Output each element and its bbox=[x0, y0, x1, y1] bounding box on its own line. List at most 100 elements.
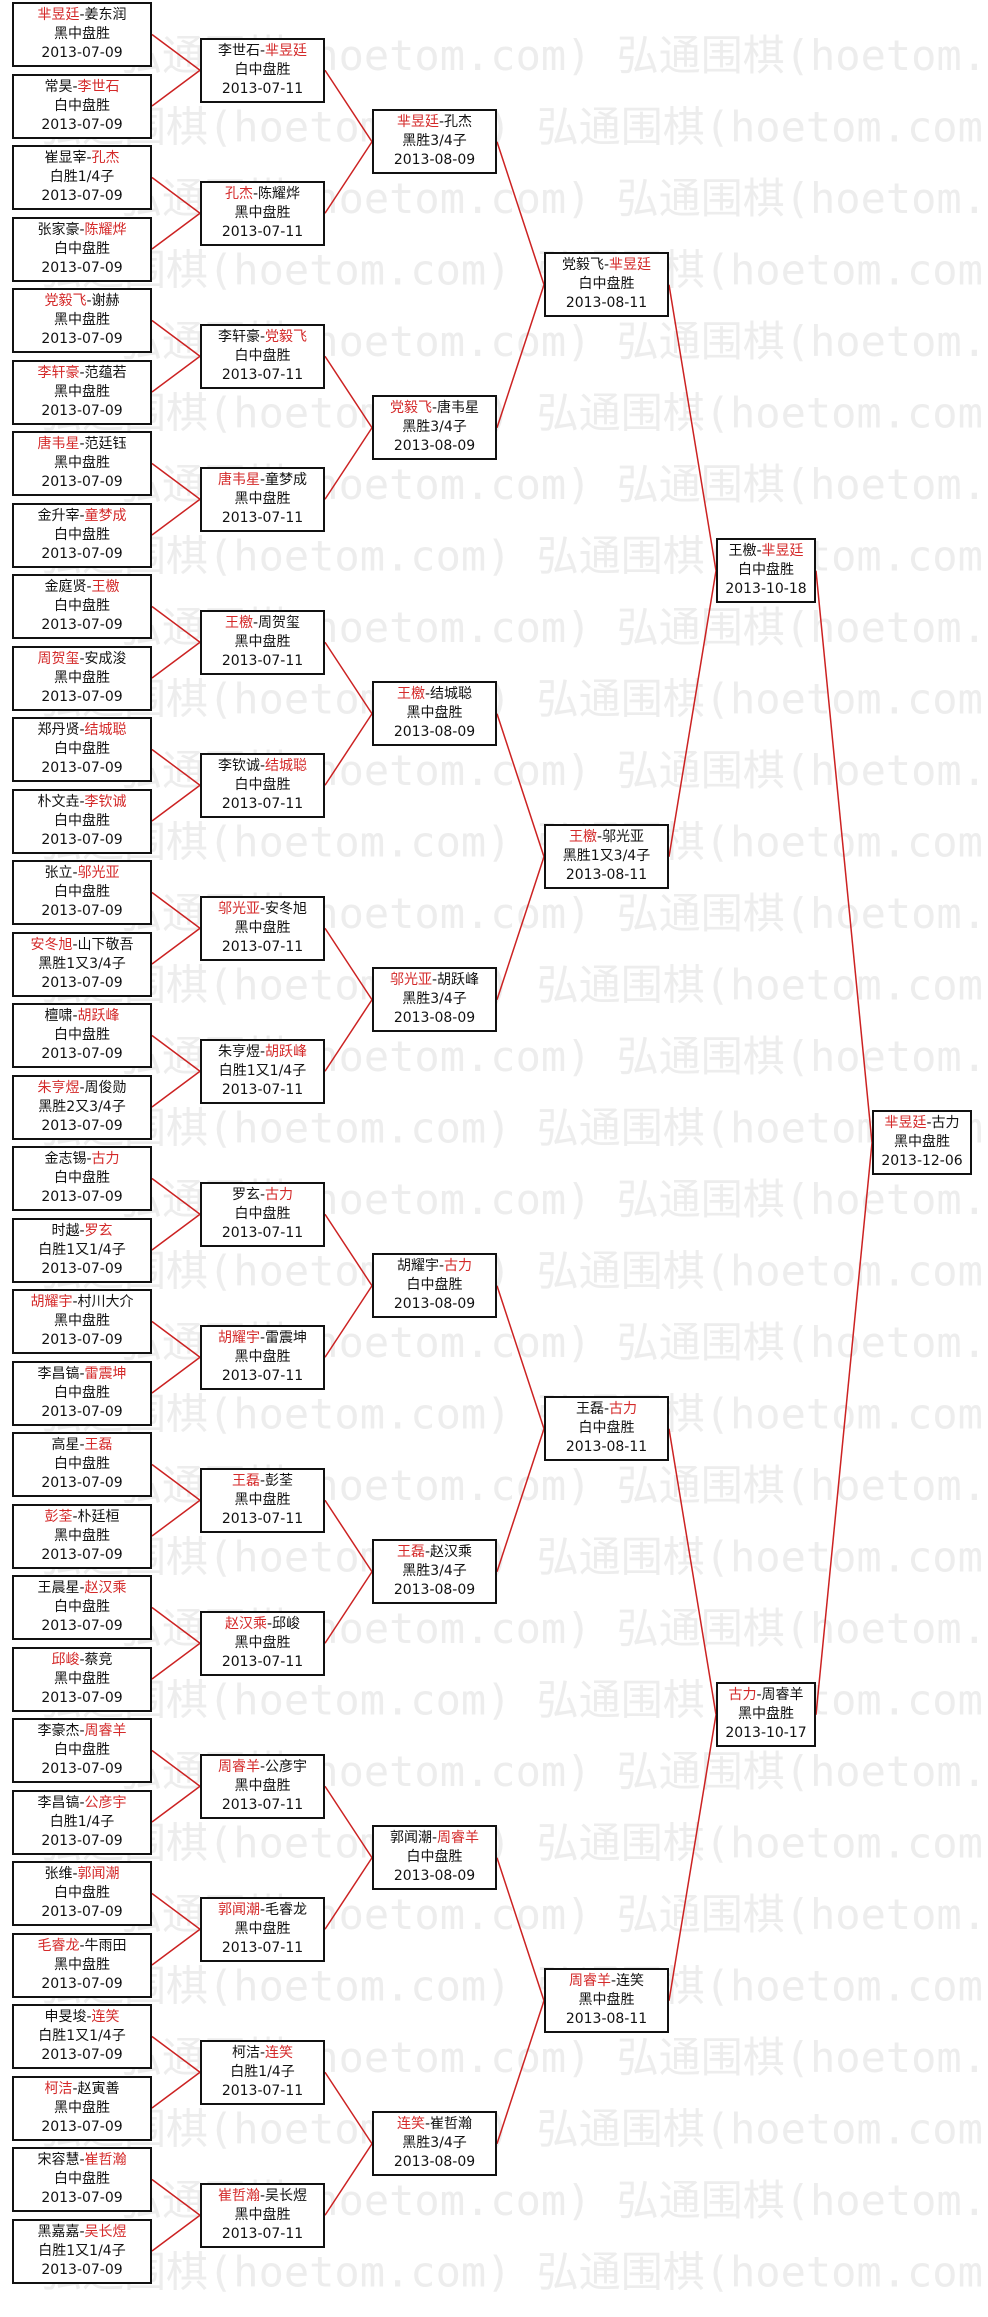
bracket-connector bbox=[151, 2178, 201, 2216]
player-white: 吴长煜 bbox=[265, 2187, 308, 2204]
watermark-text: 弘通围棋(hoetom.com) 弘通围棋(hoetom.com) bbox=[40, 1962, 988, 2011]
match-players: 古力-周睿羊 bbox=[718, 1686, 814, 1705]
bracket-connector bbox=[151, 69, 201, 107]
player-white: 连笑 bbox=[616, 1973, 645, 1990]
player-black: 周贺玺 bbox=[37, 650, 80, 667]
match-result: 白胜1又1/4子 bbox=[38, 1241, 126, 1258]
watermark-text: 弘通围棋(hoetom.com) 弘通围棋(hoetom.com) bbox=[40, 103, 988, 152]
match-result: 白胜1又1/4子 bbox=[218, 1062, 307, 1079]
match-result: 黑胜1又3/4子 bbox=[38, 955, 126, 972]
player-white: 吴长煜 bbox=[84, 2223, 127, 2240]
match-result: 白中盘胜 bbox=[54, 97, 110, 114]
vs-dash: - bbox=[438, 114, 445, 131]
player-white: 古力 bbox=[265, 1186, 294, 1203]
bracket-connector bbox=[151, 1499, 201, 1537]
player-white: 邱峻 bbox=[272, 1615, 301, 1632]
match-date: 2013-08-09 bbox=[393, 1868, 476, 1885]
match-players: 彭荃-朴廷桓 bbox=[14, 1508, 150, 1527]
player-white: 周睿羊 bbox=[437, 1830, 480, 1847]
player-white: 古力 bbox=[931, 1115, 960, 1132]
match-players: 郭闻潮-毛睿龙 bbox=[202, 1901, 323, 1920]
player-black: 王磊 bbox=[575, 1401, 604, 1418]
bracket-connector bbox=[151, 641, 201, 679]
match-result: 黑中盘胜 bbox=[738, 1706, 794, 1723]
match-players: 朱亨煜-周俊勋 bbox=[14, 1079, 150, 1098]
player-white: 范蕴若 bbox=[84, 364, 127, 381]
bracket-connector bbox=[496, 1285, 545, 1429]
player-white: 王磊 bbox=[84, 1437, 113, 1453]
match-date: 2013-07-09 bbox=[41, 474, 123, 490]
vs-dash: - bbox=[259, 2187, 266, 2204]
player-black: 朱亨煜 bbox=[217, 1043, 260, 1060]
match-result: 黑中盘胜 bbox=[54, 26, 110, 42]
player-black: 王晨星 bbox=[37, 1580, 80, 1596]
player-black: 胡耀宇 bbox=[30, 1294, 73, 1310]
vs-dash: - bbox=[259, 1043, 266, 1060]
match-date: 2013-07-09 bbox=[41, 259, 123, 276]
bracket-connector bbox=[151, 2035, 201, 2073]
match-result: 黑中盘胜 bbox=[578, 1992, 635, 2009]
vs-dash: - bbox=[424, 1544, 431, 1561]
vs-dash: - bbox=[252, 185, 259, 202]
vs-dash: - bbox=[79, 722, 85, 738]
match-date: 2013-08-11 bbox=[565, 1439, 648, 1456]
bracket-connector bbox=[496, 1428, 545, 1572]
player-white: 周睿羊 bbox=[761, 1687, 804, 1704]
match-result: 黑中盘胜 bbox=[54, 383, 110, 400]
bracket-connector bbox=[324, 713, 373, 786]
match-date: 2013-08-09 bbox=[393, 724, 476, 741]
vs-dash: - bbox=[86, 2009, 92, 2025]
player-white: 结城聪 bbox=[265, 757, 308, 774]
bracket-connector bbox=[151, 891, 201, 929]
match-date: 2013-07-09 bbox=[41, 1904, 123, 1920]
player-white: 周俊勋 bbox=[84, 1079, 127, 1096]
bracket-connector bbox=[151, 2214, 201, 2252]
player-white: 芈昱廷 bbox=[265, 42, 308, 59]
player-white: 朴廷桓 bbox=[77, 1508, 120, 1525]
player-white: 唐韦星 bbox=[437, 400, 480, 417]
match-players: 王磊-彭荃 bbox=[202, 1472, 323, 1491]
player-black: 孔杰 bbox=[224, 185, 253, 202]
player-black: 王檄 bbox=[396, 686, 425, 703]
player-black: 张维 bbox=[44, 1866, 73, 1882]
bracket-connector bbox=[151, 1213, 201, 1251]
player-white: 牛雨田 bbox=[84, 1937, 127, 1954]
match-players: 宋容慧-崔哲瀚 bbox=[14, 2151, 150, 2170]
match-players: 申旻埈-连笑 bbox=[14, 2008, 150, 2027]
bracket-connector bbox=[496, 856, 545, 1000]
player-white: 芈昱廷 bbox=[761, 543, 804, 560]
player-black: 胡耀宇 bbox=[396, 1258, 439, 1275]
vs-dash: - bbox=[259, 328, 266, 345]
match-date: 2013-07-11 bbox=[221, 1081, 304, 1098]
player-black: 宋容慧 bbox=[37, 2152, 80, 2168]
match-result: 白中盘胜 bbox=[406, 1849, 463, 1866]
player-black: 芈昱廷 bbox=[37, 7, 80, 23]
player-white: 毛睿龙 bbox=[265, 1901, 308, 1918]
vs-dash: - bbox=[72, 1866, 78, 1882]
match-result: 黑中盘胜 bbox=[234, 1634, 291, 1651]
vs-dash: - bbox=[79, 364, 85, 381]
match-result: 白中盘胜 bbox=[234, 1205, 291, 1222]
player-black: 郭闻潮 bbox=[217, 1901, 260, 1918]
player-white: 郭闻潮 bbox=[77, 1866, 120, 1882]
match-players: 时越-罗玄 bbox=[14, 1222, 150, 1241]
match-players: 檀啸-胡跃峰 bbox=[14, 1007, 150, 1026]
watermark-text: 弘通围棋(hoetom.com) 弘通围棋(hoetom.com) bbox=[40, 2248, 988, 2297]
vs-dash: - bbox=[756, 543, 762, 560]
vs-dash: - bbox=[259, 471, 266, 488]
match-date: 2013-08-11 bbox=[565, 867, 648, 884]
